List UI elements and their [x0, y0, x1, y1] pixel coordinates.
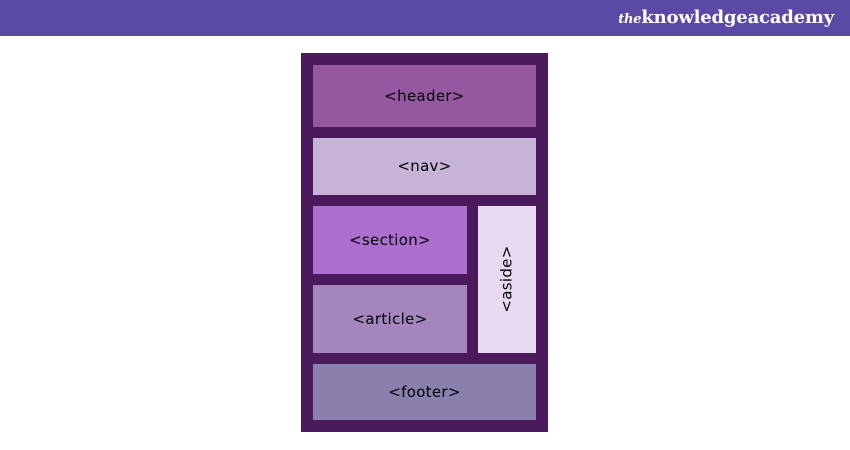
diagram-box-aside: <aside> — [478, 205, 536, 354]
diagram-main-column: <section> <article> — [313, 205, 467, 354]
diagram-box-aside-label: <aside> — [498, 245, 517, 313]
diagram-box-header: <header> — [313, 65, 536, 127]
diagram-middle-row: <section> <article> <aside> — [313, 205, 536, 354]
diagram-box-nav: <nav> — [313, 137, 536, 195]
diagram-box-section: <section> — [313, 205, 467, 274]
diagram-box-article: <article> — [313, 284, 467, 354]
brand-banner: theknowledgeacademy — [0, 0, 850, 36]
diagram-box-section-label: <section> — [349, 230, 431, 249]
knowledge-academy-logo[interactable]: theknowledgeacademy — [618, 9, 834, 27]
diagram-box-article-label: <article> — [352, 309, 428, 328]
logo-prefix: the — [618, 12, 642, 27]
html5-semantic-layout-diagram: <header> <nav> <section> <article> <asid… — [301, 53, 548, 432]
diagram-box-nav-label: <nav> — [397, 157, 452, 176]
diagram-box-footer: <footer> — [313, 364, 536, 420]
logo-word-knowledge: knowledge — [641, 7, 748, 28]
diagram-box-header-label: <header> — [384, 86, 465, 105]
logo-word-academy: academy — [747, 7, 835, 28]
diagram-box-footer-label: <footer> — [388, 383, 461, 401]
